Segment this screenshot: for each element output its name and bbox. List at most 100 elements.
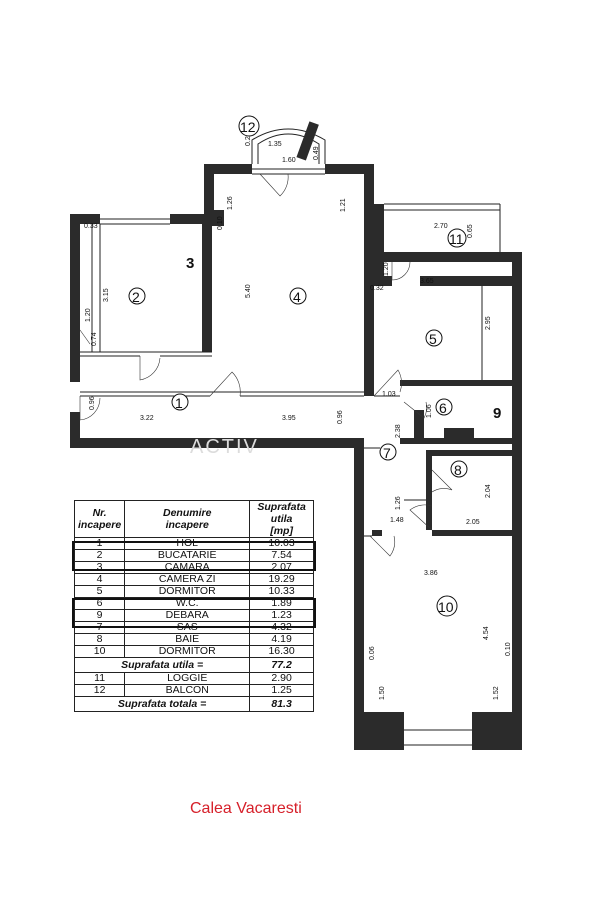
dim-label: 2.95 bbox=[485, 316, 492, 330]
dim-label: 0.65 bbox=[467, 224, 474, 238]
doors bbox=[79, 173, 453, 557]
cell-name: HOL bbox=[124, 537, 251, 550]
cell-area: 2.90 bbox=[249, 672, 314, 685]
svg-text:6: 6 bbox=[439, 400, 447, 416]
dim-label: 3.65 bbox=[420, 278, 434, 285]
dim-label: 1.26 bbox=[395, 496, 402, 510]
dim-label: 1.60 bbox=[282, 157, 296, 164]
room-area-table: Nr. incapere Denumire incapere Suprafata… bbox=[73, 500, 314, 712]
cell-name: W.C. bbox=[124, 597, 251, 610]
svg-text:3: 3 bbox=[186, 255, 194, 272]
cell-nr: 1 bbox=[73, 537, 126, 550]
total-area-row-label: Suprafata totala = bbox=[73, 696, 251, 712]
dim-label: 1.20 bbox=[85, 308, 92, 322]
dim-label: 2.05 bbox=[466, 519, 480, 526]
cell-area: 1.23 bbox=[249, 609, 314, 622]
walls bbox=[70, 164, 522, 750]
header-area: Suprafata utila [mp] bbox=[249, 500, 314, 538]
dim-label: 3.86 bbox=[424, 570, 438, 577]
dim-label: 1.52 bbox=[493, 686, 500, 700]
svg-text:4: 4 bbox=[293, 289, 301, 305]
svg-text:10: 10 bbox=[438, 599, 454, 615]
cell-name: BAIE bbox=[124, 633, 251, 646]
watermark: ACTIV bbox=[190, 436, 259, 458]
dim-label: 0.49 bbox=[313, 146, 320, 160]
dim-label: 2.04 bbox=[485, 484, 492, 498]
cell-name: CAMARA bbox=[124, 561, 251, 574]
dim-label: 3.95 bbox=[282, 415, 296, 422]
cell-area: 19.29 bbox=[249, 573, 314, 586]
dim-label: 4.54 bbox=[483, 626, 490, 640]
cell-nr: 12 bbox=[73, 684, 126, 697]
street-name: Calea Vacaresti bbox=[190, 800, 302, 817]
cell-name: CAMERA ZI bbox=[124, 573, 251, 586]
dim-label: 3.22 bbox=[140, 415, 154, 422]
cell-area: 10.33 bbox=[249, 585, 314, 598]
dim-label: 1.50 bbox=[379, 686, 386, 700]
dim-label: 0.10 bbox=[505, 642, 512, 656]
table-header: Nr. incapere Denumire incapere Suprafata… bbox=[73, 500, 314, 538]
dim-label: 1.35 bbox=[268, 141, 282, 148]
dim-label: 0.74 bbox=[91, 332, 98, 346]
svg-text:1: 1 bbox=[175, 395, 183, 411]
cell-name: LOGGIE bbox=[124, 672, 251, 685]
cell-nr: 3 bbox=[73, 561, 126, 574]
total-area-row-value: 81.3 bbox=[249, 696, 314, 712]
dim-label: 0.06 bbox=[369, 646, 376, 660]
cell-nr: 5 bbox=[73, 585, 126, 598]
svg-text:12: 12 bbox=[240, 119, 256, 135]
svg-text:9: 9 bbox=[493, 405, 501, 422]
cell-nr: 4 bbox=[73, 573, 126, 586]
dimensions: 1.35 0.26 1.60 0.49 1.26 1.21 0.33 0.10 … bbox=[84, 132, 512, 700]
cell-area: 16.30 bbox=[249, 645, 314, 658]
dim-label: 0.96 bbox=[337, 410, 344, 424]
room-7-label: 7 bbox=[379, 443, 397, 461]
dim-label: 1.20 bbox=[383, 262, 390, 276]
room-12-label: 12 bbox=[238, 115, 260, 137]
dim-label: 3.15 bbox=[103, 288, 110, 302]
dim-label: 2.70 bbox=[434, 223, 448, 230]
room-10-label: 10 bbox=[436, 595, 458, 617]
dim-label: 0.33 bbox=[84, 223, 98, 230]
dim-label: 1.06 bbox=[426, 404, 433, 418]
dim-label: 2.38 bbox=[395, 424, 402, 438]
room-4-label: 4 bbox=[289, 287, 307, 305]
room-6-label: 6 bbox=[435, 398, 453, 416]
total-area-row: Suprafata totala =81.3 bbox=[73, 696, 314, 712]
cell-nr: 11 bbox=[73, 672, 126, 685]
util-area-row-value: 77.2 bbox=[249, 657, 314, 673]
svg-text:5: 5 bbox=[429, 331, 437, 347]
dim-label: 0.32 bbox=[370, 285, 384, 292]
dim-label: 0.96 bbox=[89, 396, 96, 410]
room-area-table-body: Nr. incapere Denumire incapere Suprafata… bbox=[73, 500, 314, 712]
svg-text:11: 11 bbox=[449, 231, 464, 247]
dim-label: 1.21 bbox=[340, 198, 347, 212]
room-5-label: 5 bbox=[425, 329, 443, 347]
svg-text:2: 2 bbox=[132, 289, 140, 305]
cell-nr: 6 bbox=[73, 597, 126, 610]
cell-nr: 2 bbox=[73, 549, 126, 562]
cell-name: SAS bbox=[124, 621, 251, 634]
header-nr: Nr. incapere bbox=[73, 500, 126, 538]
cell-area: 7.54 bbox=[249, 549, 314, 562]
dim-label: 5.40 bbox=[245, 284, 252, 298]
cell-nr: 7 bbox=[73, 621, 126, 634]
cell-area: 4.32 bbox=[249, 621, 314, 634]
cell-name: DORMITOR bbox=[124, 585, 251, 598]
dim-label: 0.26 bbox=[245, 132, 252, 146]
room-11-label: 11 bbox=[447, 228, 467, 248]
room-9-label: 9 bbox=[493, 405, 501, 422]
cell-name: BUCATARIE bbox=[124, 549, 251, 562]
cell-nr: 10 bbox=[73, 645, 126, 658]
util-area-row-label: Suprafata utila = bbox=[73, 657, 251, 673]
dim-label: 1.03 bbox=[382, 391, 396, 398]
svg-text:7: 7 bbox=[383, 445, 391, 461]
